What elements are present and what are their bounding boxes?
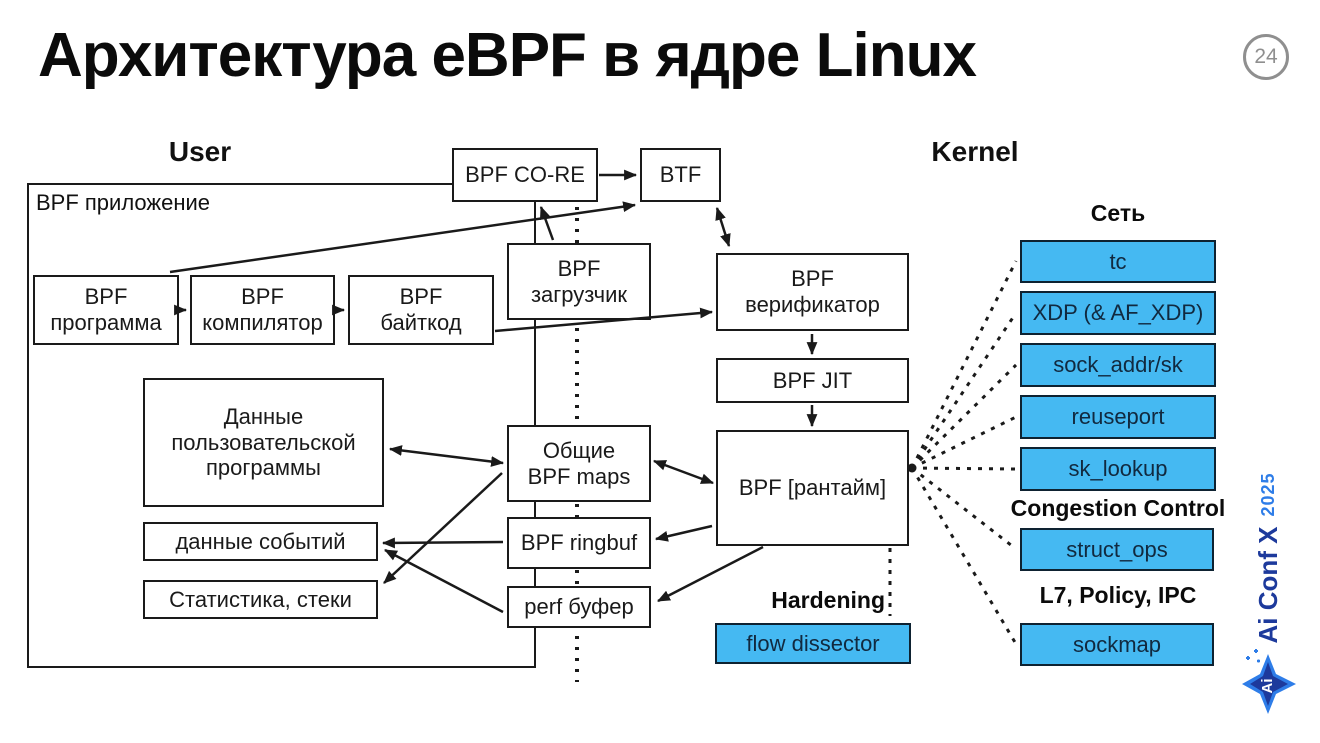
- hook-struct-ops: struct_ops: [1020, 528, 1214, 571]
- node-bpf-loader: BPF загрузчик: [507, 243, 651, 320]
- node-event-data: данные событий: [143, 522, 378, 561]
- svg-text:Ai: Ai: [1259, 679, 1276, 694]
- hardening-label: Hardening: [771, 587, 885, 613]
- node-user-program-data: Данные пользовательской программы: [143, 378, 384, 507]
- conference-logo-text: Ai Conf X 2025: [1252, 448, 1283, 668]
- hook-sockmap: sockmap: [1020, 623, 1214, 666]
- dashed-runtime-to-xdp: [910, 312, 1018, 469]
- hook-flow-dissector: flow dissector: [715, 623, 911, 664]
- bpf-application-label: BPF приложение: [36, 190, 211, 215]
- node-bpf-co-re: BPF CO-RE: [452, 148, 598, 202]
- congestion-control-label: Congestion Control: [1010, 495, 1226, 521]
- l7-policy-ipc-label: L7, Policy, IPC: [1039, 582, 1197, 608]
- node-statistics-stacks: Статистика, стеки: [143, 580, 378, 619]
- node-btf: BTF: [640, 148, 721, 202]
- dashed-runtime-to-sklookup: [911, 466, 1017, 471]
- arrow-btf-verifier-bidirectional: [715, 206, 731, 248]
- node-bpf-ringbuf: BPF ringbuf: [507, 517, 651, 569]
- hook-reuseport: reuseport: [1020, 395, 1216, 439]
- kernel-zone-label: Kernel: [931, 136, 1019, 167]
- page-number-badge: 24: [1243, 34, 1289, 80]
- page-title: Архитектура eBPF в ядре Linux: [38, 21, 977, 90]
- hook-tc: tc: [1020, 240, 1216, 283]
- node-bpf-compiler: BPF компилятор: [190, 275, 335, 345]
- node-bpf-verifier: BPF верификатор: [716, 253, 909, 331]
- node-bpf-program: BPF программа: [33, 275, 179, 345]
- dashed-runtime-to-reuseport: [911, 415, 1017, 470]
- arrow-loader-to-core: [539, 205, 555, 241]
- conference-logo-year: 2025: [1257, 472, 1278, 517]
- network-group-label: Сеть: [1090, 200, 1146, 226]
- dashed-runtime-to-sockaddr: [910, 363, 1018, 470]
- conference-logo-name: Ai Conf X: [1252, 526, 1283, 644]
- ai-conf-logo-mark-icon: Ai: [1242, 649, 1296, 714]
- hook-sk-lookup: sk_lookup: [1020, 447, 1216, 491]
- hook-sock-addr-sk: sock_addr/sk: [1020, 343, 1216, 387]
- node-bpf-jit: BPF JIT: [716, 358, 909, 403]
- node-bpf-bytecode: BPF байткод: [348, 275, 494, 345]
- user-zone-label: User: [168, 136, 232, 167]
- node-shared-bpf-maps: Общие BPF maps: [507, 425, 651, 502]
- hook-xdp: XDP (& AF_XDP): [1020, 291, 1216, 335]
- arrow-runtime-to-ringbuf: [654, 524, 713, 542]
- dashed-runtime-to-tc: [910, 260, 1018, 469]
- arrow-maps-runtime-bidirectional: [652, 459, 715, 485]
- node-perf-buffer: perf буфер: [507, 586, 651, 628]
- node-bpf-runtime: BPF [рантайм]: [716, 430, 909, 546]
